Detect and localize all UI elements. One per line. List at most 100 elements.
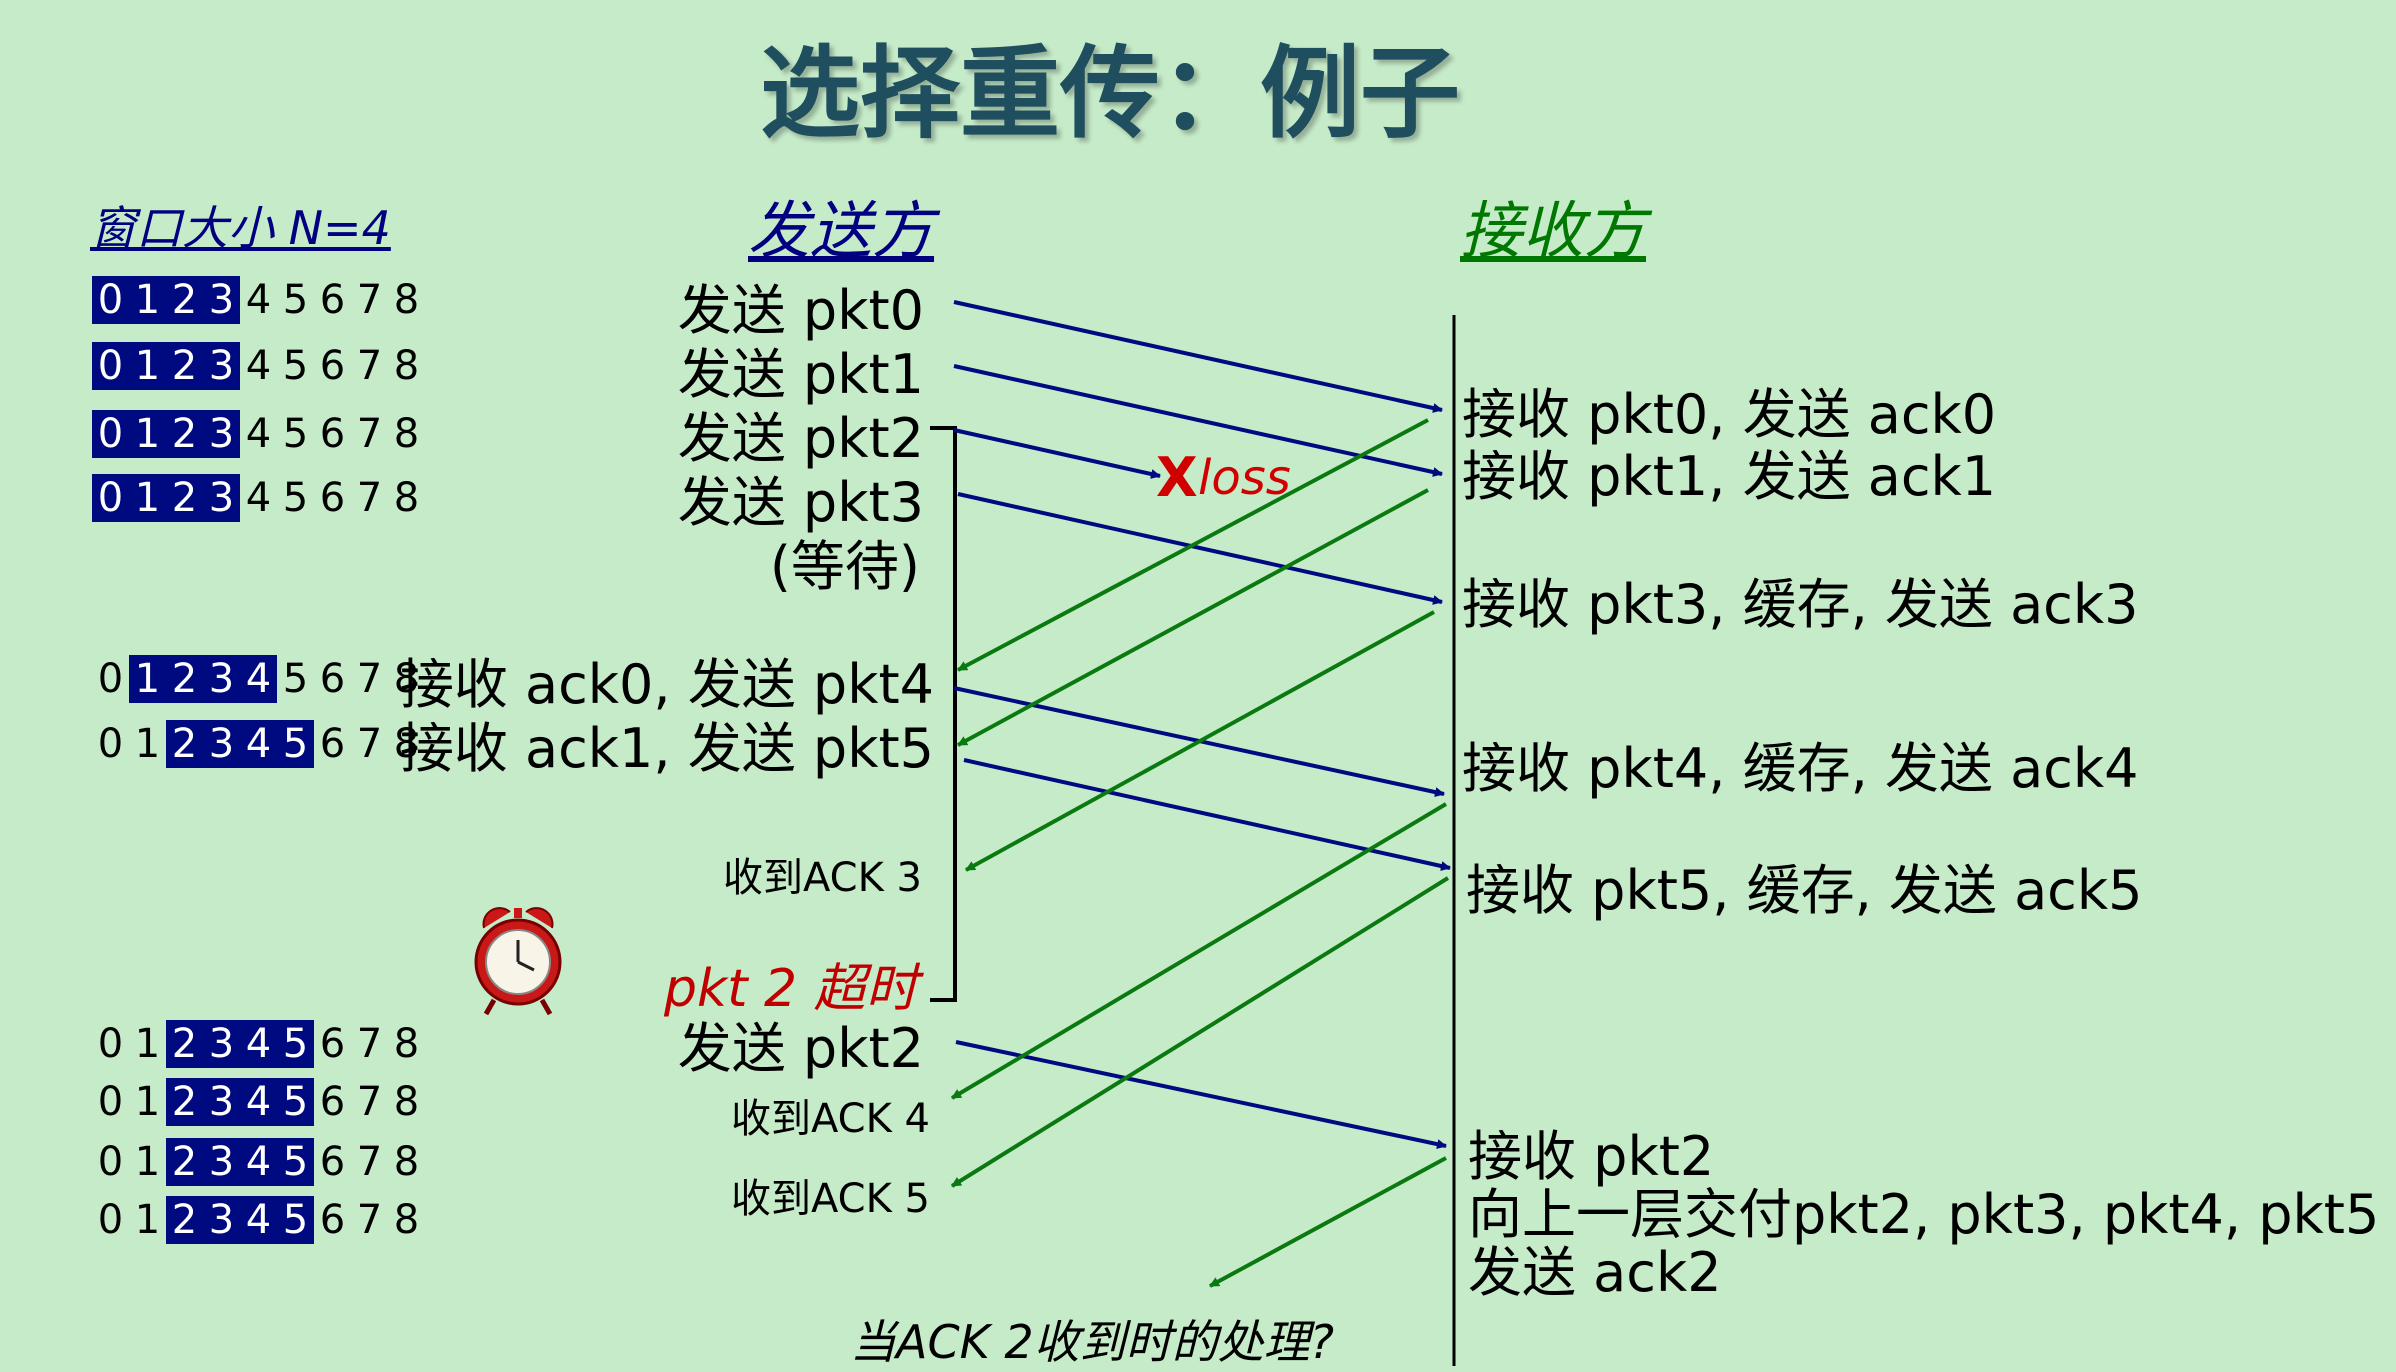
window-seq-number: 4 [240, 1020, 277, 1068]
timeout-bracket [930, 426, 957, 1002]
window-seq-number: 2 [166, 276, 203, 324]
window-seq-number: 3 [203, 474, 240, 522]
sender-event-ack5-received: 收到ACK 5 [731, 1176, 930, 1222]
window-seq-number: 2 [166, 1138, 203, 1186]
window-seq-number: 7 [356, 721, 383, 767]
arrow-ack1 [957, 488, 1429, 747]
window-seq-number: 8 [393, 1021, 420, 1067]
window-seq-number: 6 [319, 1139, 346, 1185]
window-seq-number: 4 [240, 720, 277, 768]
window-seq-number: 0 [92, 474, 129, 522]
window-seq-number: 7 [356, 656, 383, 702]
receiver-event-pkt0: 接收 pkt0, 发送 ack0 [1462, 383, 1997, 446]
window-seq-number: 3 [203, 342, 240, 390]
sender-event-send-pkt3: 发送 pkt3 [677, 471, 924, 534]
window-seq-number: 6 [319, 721, 346, 767]
arrow-ack2 [1209, 1156, 1447, 1288]
window-seq-number: 1 [134, 1197, 161, 1243]
sender-event-ack3-received: 收到ACK 3 [723, 855, 922, 901]
window-seq-number: 2 [166, 1196, 203, 1244]
window-seq-number: 2 [166, 474, 203, 522]
window-seq-number: 0 [97, 656, 124, 702]
window-seq-number: 7 [356, 475, 383, 521]
window-seq-number: 2 [166, 1078, 203, 1126]
sender-event-send-pkt1: 发送 pkt1 [677, 343, 924, 406]
window-seq-number: 3 [203, 1078, 240, 1126]
arrow-pkt0 [953, 300, 1443, 413]
receiver-event-pkt1: 接收 pkt1, 发送 ack1 [1462, 445, 1997, 508]
window-seq-number: 0 [97, 1197, 124, 1243]
window-seq-number: 7 [356, 1021, 383, 1067]
window-seq-number: 5 [282, 656, 309, 702]
window-seq-number: 5 [277, 720, 314, 768]
window-seq-number: 5 [282, 411, 309, 457]
window-size-label: 窗口大小 N=4 [90, 201, 391, 255]
window-seq-number: 1 [134, 1139, 161, 1185]
arrow-pkt2-lost [953, 428, 1161, 479]
window-seq-number: 4 [245, 277, 272, 323]
window-seq-number: 1 [129, 342, 166, 390]
window-seq-number: 4 [245, 411, 272, 457]
window-seq-number: 7 [356, 411, 383, 457]
window-seq-number: 2 [166, 655, 203, 703]
window-seq-number: 5 [277, 1078, 314, 1126]
window-seq-number: 5 [282, 475, 309, 521]
window-seq-number: 3 [203, 1196, 240, 1244]
sender-event-send-pkt2: 发送 pkt2 [677, 407, 924, 470]
receiver-event-ack2: 发送 ack2 [1468, 1241, 1722, 1304]
window-seq-number: 2 [166, 1020, 203, 1068]
window-seq-number: 8 [393, 656, 420, 702]
window-seq-number: 3 [203, 1138, 240, 1186]
window-seq-number: 5 [282, 277, 309, 323]
window-seq-number: 7 [356, 343, 383, 389]
window-seq-number: 8 [393, 475, 420, 521]
window-seq-number: 5 [277, 1138, 314, 1186]
slide-title: 选择重传：例子 [760, 35, 1460, 152]
window-seq-number: 6 [319, 1021, 346, 1067]
window-seq-number: 5 [277, 1196, 314, 1244]
window-seq-number: 8 [393, 1197, 420, 1243]
window-seq-number: 0 [97, 1021, 124, 1067]
window-seq-number: 1 [129, 655, 166, 703]
receiver-event-deliver: 向上一层交付pkt2, pkt3, pkt4, pkt5 [1468, 1183, 2380, 1246]
receiver-event-pkt2: 接收 pkt2 [1468, 1125, 1715, 1188]
arrow-ack4 [950, 802, 1448, 1100]
window-seq-number: 4 [240, 1078, 277, 1126]
window-seq-number: 4 [240, 1138, 277, 1186]
window-seq-number: 8 [393, 721, 420, 767]
loss-label: loss [1198, 450, 1291, 506]
window-seq-number: 5 [282, 343, 309, 389]
window-seq-number: 4 [240, 655, 277, 703]
window-seq-number: 8 [393, 277, 420, 323]
window-seq-number: 5 [277, 1020, 314, 1068]
window-seq-number: 4 [245, 343, 272, 389]
window-seq-number: 0 [92, 276, 129, 324]
window-seq-number: 6 [319, 411, 346, 457]
window-seq-number: 6 [319, 277, 346, 323]
window-seq-number: 8 [393, 1079, 420, 1125]
window-seq-number: 2 [166, 410, 203, 458]
arrow-ack0 [957, 418, 1429, 672]
arrow-pkt5 [963, 758, 1451, 871]
arrow-pkt2-resend [955, 1040, 1447, 1150]
timeout-label: pkt 2 超时 [664, 959, 918, 1019]
window-seq-number: 0 [97, 1079, 124, 1125]
window-seq-number: 0 [97, 1139, 124, 1185]
receiver-heading: 接收方 [1460, 194, 1647, 267]
arrow-ack5 [950, 876, 1450, 1188]
sender-event-resend-pkt2: 发送 pkt2 [677, 1017, 924, 1080]
alarm-clock-icon [474, 907, 562, 1016]
window-seq-number: 3 [203, 276, 240, 324]
window-seq-number: 3 [203, 410, 240, 458]
window-seq-number: 6 [319, 343, 346, 389]
sender-event-ack4-received: 收到ACK 4 [731, 1096, 930, 1142]
arrow-ack3 [965, 610, 1435, 872]
receiver-event-pkt3: 接收 pkt3, 缓存, 发送 ack3 [1462, 573, 2139, 636]
window-seq-number: 1 [134, 721, 161, 767]
window-seq-number: 0 [92, 342, 129, 390]
window-seq-number: 8 [393, 343, 420, 389]
window-seq-number: 6 [319, 475, 346, 521]
window-seq-number: 0 [97, 721, 124, 767]
window-seq-number: 6 [319, 656, 346, 702]
